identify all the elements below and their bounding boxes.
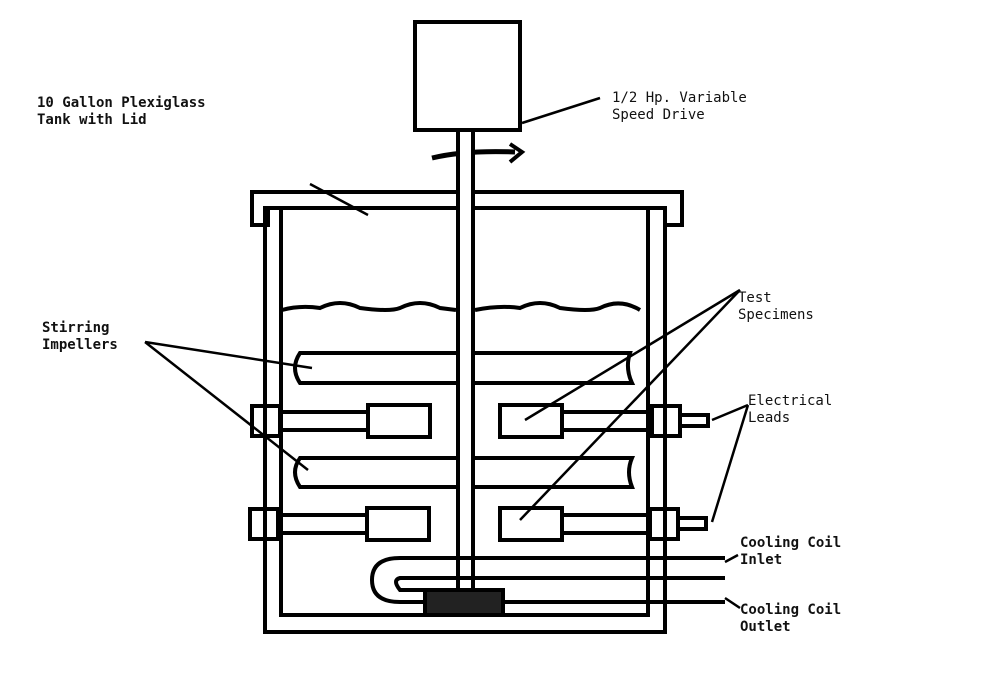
- drive-label-line1: 1/2 Hp. Variable: [612, 90, 747, 106]
- leads-label-line2: Leads: [748, 410, 791, 426]
- specimens-label-line1: Test: [738, 290, 772, 306]
- motor-box: [413, 20, 522, 132]
- specimen-row-upper: [250, 403, 710, 439]
- specimen-row-lower: [248, 506, 708, 542]
- leader-lines: [144, 96, 750, 610]
- impeller-lower: [293, 456, 636, 489]
- drive-label-line2: Speed Drive: [612, 107, 705, 123]
- inlet-label-line1: Cooling Coil: [740, 535, 842, 551]
- shaft-base-block: [423, 588, 505, 617]
- drive-shaft: [456, 128, 475, 607]
- impellers-label-line1: Stirring: [42, 320, 110, 336]
- water-surface: [281, 301, 642, 312]
- cooling-coil: [369, 556, 725, 604]
- specimens-label-line2: Specimens: [738, 307, 814, 323]
- tank-label-line1: 10 Gallon Plexiglass: [37, 95, 206, 111]
- leads-label-line1: Electrical: [748, 393, 833, 409]
- tank-label-line2: Tank with Lid: [37, 112, 147, 128]
- inlet-label-line2: Inlet: [740, 552, 783, 568]
- impellers-label-line2: Impellers: [42, 337, 118, 353]
- outlet-label-line2: Outlet: [740, 619, 791, 635]
- outlet-label-line1: Cooling Coil: [740, 602, 842, 618]
- impeller-upper: [293, 351, 636, 385]
